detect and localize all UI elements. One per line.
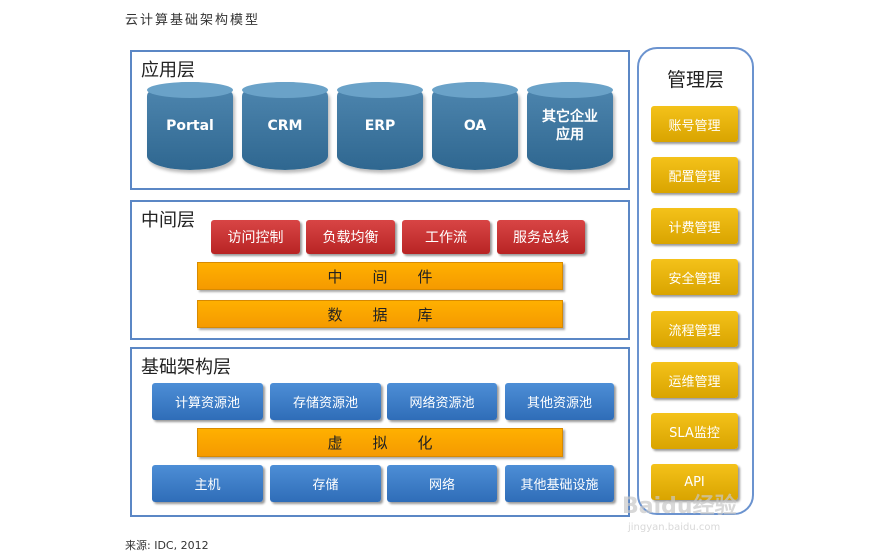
app-portal: Portal	[147, 82, 233, 170]
diagram-title: 云计算基础架构模型	[125, 13, 261, 28]
watermark-logo: Baidu经验	[622, 494, 737, 519]
middle-layer-label: 中间层	[141, 210, 195, 231]
storage: 存储	[270, 465, 381, 502]
app-other: 其它企业 应用	[527, 82, 613, 170]
app-crm: CRM	[242, 82, 328, 170]
infrastructure-layer-label: 基础架构层	[141, 357, 231, 378]
sla-monitoring: SLA监控	[651, 413, 738, 449]
virtualization-bar: 虚 拟 化	[197, 428, 563, 457]
other-infrastructure: 其他基础设施	[505, 465, 614, 502]
account-management: 账号管理	[651, 106, 738, 142]
workflow: 工作流	[402, 220, 490, 254]
api: API	[651, 464, 738, 500]
application-layer-label: 应用层	[141, 60, 195, 81]
configuration-management: 配置管理	[651, 157, 738, 193]
service-bus: 服务总线	[497, 220, 585, 254]
host: 主机	[152, 465, 263, 502]
billing-management: 计费管理	[651, 208, 738, 244]
access-control: 访问控制	[211, 220, 300, 254]
app-oa: OA	[432, 82, 518, 170]
other-pool: 其他资源池	[505, 383, 614, 420]
database-bar: 数 据 库	[197, 300, 563, 328]
app-erp: ERP	[337, 82, 423, 170]
network-pool: 网络资源池	[387, 383, 497, 420]
load-balancing: 负载均衡	[306, 220, 395, 254]
process-management: 流程管理	[651, 311, 738, 347]
source-note: 来源: IDC, 2012	[125, 539, 209, 552]
compute-pool: 计算资源池	[152, 383, 263, 420]
watermark-url: jingyan.baidu.com	[628, 522, 721, 533]
middleware-bar: 中 间 件	[197, 262, 563, 290]
operations-management: 运维管理	[651, 362, 738, 398]
management-layer-label: 管理层	[666, 69, 724, 91]
security-management: 安全管理	[651, 259, 738, 295]
network: 网络	[387, 465, 497, 502]
storage-pool: 存储资源池	[270, 383, 381, 420]
